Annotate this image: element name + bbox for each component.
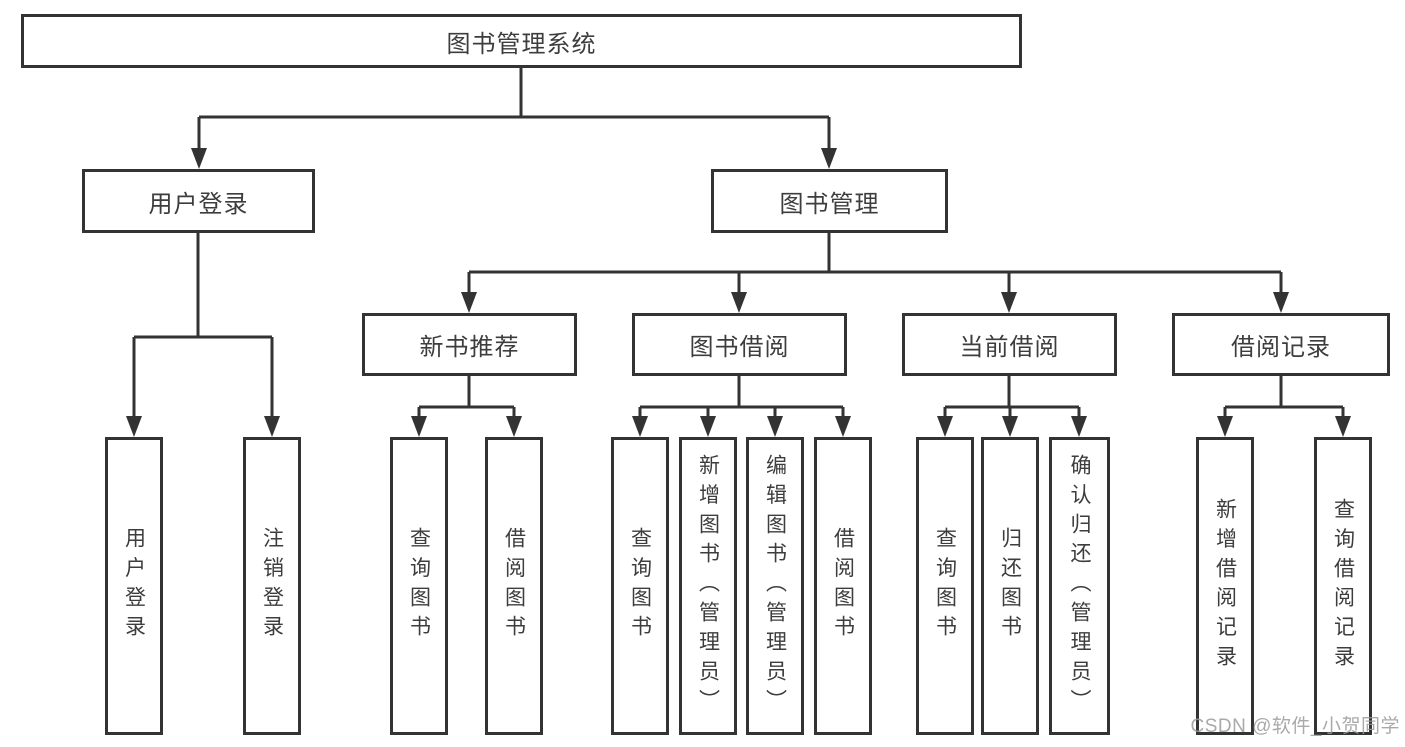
node-book-management: 图书管理: [711, 169, 948, 233]
arrow-down-icon: [264, 416, 280, 437]
node-new-book-recommend: 新书推荐: [362, 313, 577, 376]
arrow-down-icon: [632, 416, 648, 437]
arrow-down-icon: [1335, 416, 1351, 437]
leaf-borrow-query-books: 查询图书: [611, 437, 669, 735]
leaf-records-query-record: 查询借阅记录: [1314, 437, 1372, 735]
arrow-down-icon: [411, 416, 427, 437]
arrow-down-icon: [767, 416, 783, 437]
leaf-current-confirm-return-admin: 确认归还（管理员）: [1049, 437, 1110, 735]
arrow-down-icon: [821, 148, 837, 169]
node-root-system: 图书管理系统: [21, 14, 1022, 68]
arrow-down-icon: [506, 416, 522, 437]
leaf-borrow-borrow-books: 借阅图书: [814, 437, 872, 735]
csdn-watermark: CSDN @软件_小贺同学: [1190, 716, 1400, 737]
arrow-down-icon: [700, 416, 716, 437]
node-user-login: 用户登录: [82, 169, 315, 233]
arrow-down-icon: [731, 292, 747, 313]
arrow-down-icon: [191, 148, 207, 169]
arrow-down-icon: [126, 416, 142, 437]
leaf-recommend-query-books: 查询图书: [390, 437, 448, 735]
leaf-borrow-edit-books-admin: 编辑图书（管理员）: [746, 437, 804, 735]
arrow-down-icon: [461, 292, 477, 313]
leaf-recommend-borrow-books: 借阅图书: [485, 437, 543, 735]
arrow-down-icon: [1217, 416, 1233, 437]
arrow-down-icon: [1071, 416, 1087, 437]
arrow-down-icon: [1002, 416, 1018, 437]
leaf-user-login: 用户登录: [105, 437, 163, 735]
node-current-borrow: 当前借阅: [902, 313, 1117, 376]
node-book-borrow: 图书借阅: [632, 313, 847, 376]
leaf-current-query-books: 查询图书: [916, 437, 974, 735]
node-borrow-records: 借阅记录: [1172, 313, 1390, 376]
arrow-down-icon: [835, 416, 851, 437]
leaf-current-return-books: 归还图书: [981, 437, 1039, 735]
arrow-down-icon: [937, 416, 953, 437]
arrow-down-icon: [1273, 292, 1289, 313]
arrow-down-icon: [1001, 292, 1017, 313]
leaf-borrow-add-books-admin: 新增图书（管理员）: [679, 437, 737, 735]
leaf-records-add-record: 新增借阅记录: [1196, 437, 1254, 735]
leaf-logout-login: 注销登录: [243, 437, 301, 735]
